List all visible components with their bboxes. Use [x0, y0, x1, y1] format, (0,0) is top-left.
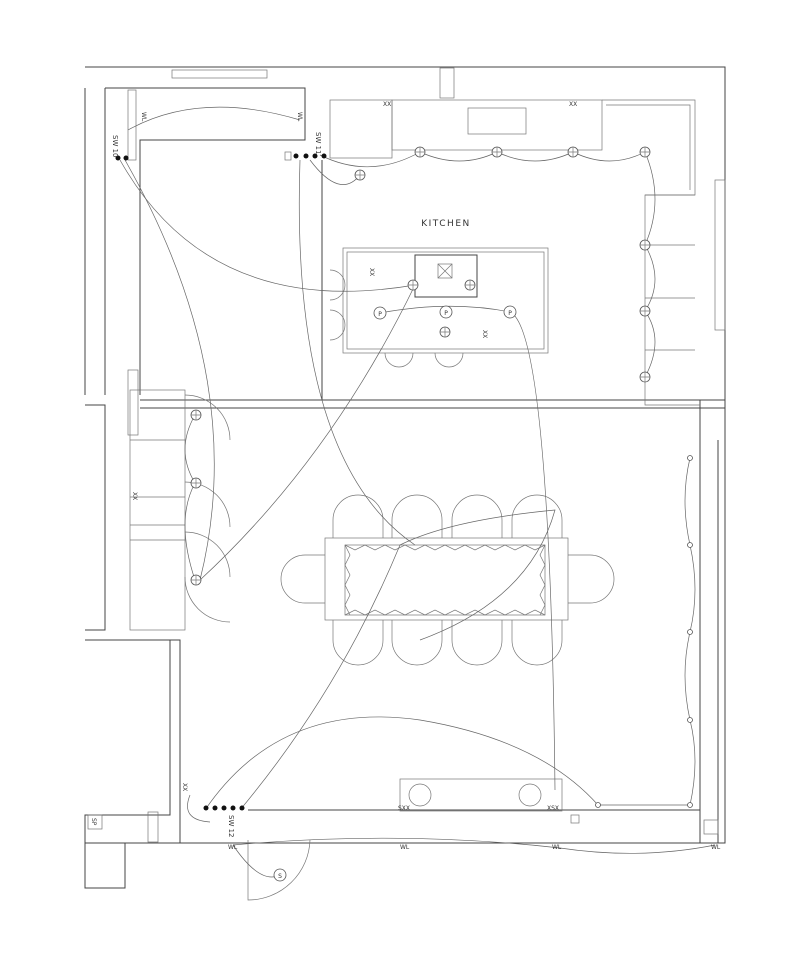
downlight [567, 146, 579, 158]
panel-tag: SP [90, 818, 97, 826]
outlet-tag: XX [569, 101, 577, 108]
kitchen-island [329, 247, 549, 368]
downlight [639, 305, 651, 317]
ceiling-lights [190, 146, 693, 808]
downlight [639, 371, 651, 383]
wall-light-tag: WL [228, 844, 238, 851]
wall-light-tag: WL [711, 844, 721, 851]
switch-label: SW 10 [111, 135, 119, 158]
kitchen-cabinets [127, 89, 726, 631]
switch-points [115, 151, 327, 811]
room-label: KITCHEN [421, 219, 471, 229]
outlet-tag: XX [181, 783, 188, 791]
floor-outlet-tag: XSX [547, 805, 559, 812]
wall-light-tag: WL [400, 844, 410, 851]
downlight [439, 326, 451, 338]
downlight [639, 146, 651, 158]
wall-light-tag: WL [140, 112, 147, 122]
downlight [407, 279, 419, 291]
sensor-icon [273, 868, 287, 882]
outlet-tag: XX [383, 101, 391, 108]
outlet-tag: XX [131, 492, 138, 500]
doors [184, 394, 311, 901]
downlight [190, 574, 202, 586]
pendant-light [439, 305, 453, 319]
sideboard [399, 778, 719, 835]
pendant-light [373, 306, 387, 320]
pendant-light [503, 305, 517, 319]
switch-label: SW 11 [314, 132, 322, 155]
dining-table [280, 494, 615, 666]
pendant-label: P [378, 311, 382, 318]
pendant-label: P [508, 310, 512, 317]
wall-light-marker [687, 717, 693, 723]
downlight [190, 409, 202, 421]
wall-light-marker [595, 802, 601, 808]
pendant-label: P [444, 310, 448, 317]
downlight [354, 169, 366, 181]
wall-light-marker [687, 629, 693, 635]
wall-light-tag: WL [296, 112, 303, 122]
switch-label: SW 12 [227, 815, 235, 838]
panel-icon [87, 814, 103, 830]
wiring [119, 106, 716, 878]
downlight [190, 477, 202, 489]
pendants: P P P [373, 305, 517, 320]
outlet-tag: XX [368, 268, 375, 276]
downlight [639, 239, 651, 251]
wall-light-tag: WL [552, 844, 562, 851]
downlight [491, 146, 503, 158]
downlight [414, 146, 426, 158]
floor-outlet-tag: SXX [398, 805, 410, 812]
downlight [464, 279, 476, 291]
wall-light-marker [687, 455, 693, 461]
sensor-tag: S [278, 873, 282, 880]
outlet-tag: XX [481, 330, 488, 338]
walls [84, 66, 726, 889]
wall-light-marker [687, 802, 693, 808]
wall-light-marker [687, 542, 693, 548]
